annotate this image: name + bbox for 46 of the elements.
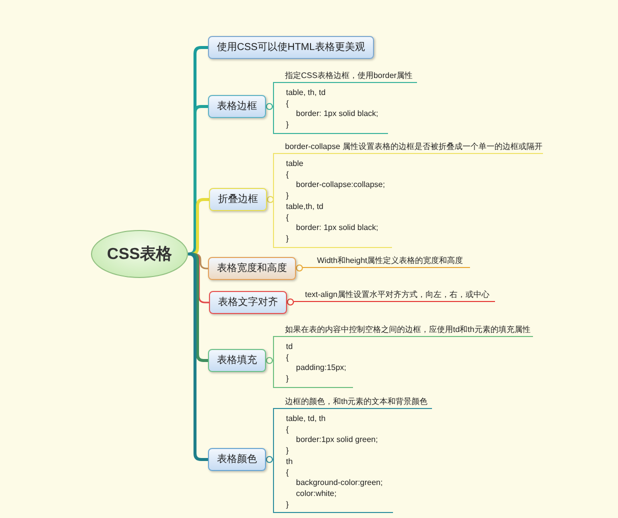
code-line: border: 1px solid black; [296, 109, 378, 120]
topic-box: 表格文字对齐 [209, 291, 287, 314]
code-line: } [286, 374, 289, 385]
code-line: { [286, 424, 289, 436]
code-line: } [286, 446, 289, 457]
subtopic-label: Width和height属性定义表格的宽度和高度 [302, 255, 470, 268]
code-line: background-color:green; [296, 478, 383, 489]
code-line: border:1px solid green; [296, 435, 378, 446]
code-line: } [286, 500, 289, 510]
connector-line [266, 357, 273, 364]
code-line: { [286, 98, 289, 110]
code-line: border: 1px solid black; [296, 223, 378, 234]
topic-box: 表格宽度和高度 [208, 257, 296, 280]
code-line: } [286, 234, 289, 245]
topic-box: 表格填充 [208, 349, 266, 372]
code-line: table, th, td [286, 88, 326, 99]
topic-box: 折叠边框 [209, 188, 267, 211]
connector-line [266, 196, 274, 203]
code-line: color:white; [296, 488, 336, 500]
subtopic-heading: 边框的颜色，和th元素的文本和背景颜色 [273, 396, 432, 409]
code-line: table, td, th [286, 414, 326, 425]
code-line: table [286, 159, 304, 170]
subtopic-heading: 指定CSS表格边框，使用border属性 [273, 70, 417, 83]
code-line: } [286, 191, 289, 202]
code-line: { [286, 352, 289, 364]
code-line: { [286, 212, 289, 224]
code-line: td [286, 342, 293, 353]
central-topic: CSS表格 [91, 230, 188, 278]
code-line: padding:15px; [296, 363, 346, 374]
code-line: th [286, 456, 293, 468]
code-line: table,th, td [286, 202, 324, 213]
branch-line [188, 252, 208, 461]
subtopic-label: text-align属性设置水平对齐方式，向左，右，或中心 [294, 289, 495, 302]
connector-line [296, 264, 303, 272]
connector-line [286, 298, 294, 306]
subtopic-heading: border-collapse 属性设置表格的边框是否被折叠成一个单一的边框或隔开 [273, 141, 543, 154]
topic-box: 表格边框 [208, 95, 266, 118]
subtopic-heading: 如果在表的内容中控制空格之间的边框，应使用td和th元素的填充属性 [273, 324, 533, 337]
code-line: border-collapse:collapse; [296, 180, 385, 192]
code-line: } [286, 120, 289, 131]
connector-line [266, 456, 273, 463]
connector-line [266, 103, 273, 110]
topic-box: 使用CSS可以使HTML表格更美观 [208, 36, 374, 59]
topic-box: 表格颜色 [208, 448, 266, 471]
code-line: { [286, 468, 289, 478]
code-line: { [286, 170, 289, 180]
